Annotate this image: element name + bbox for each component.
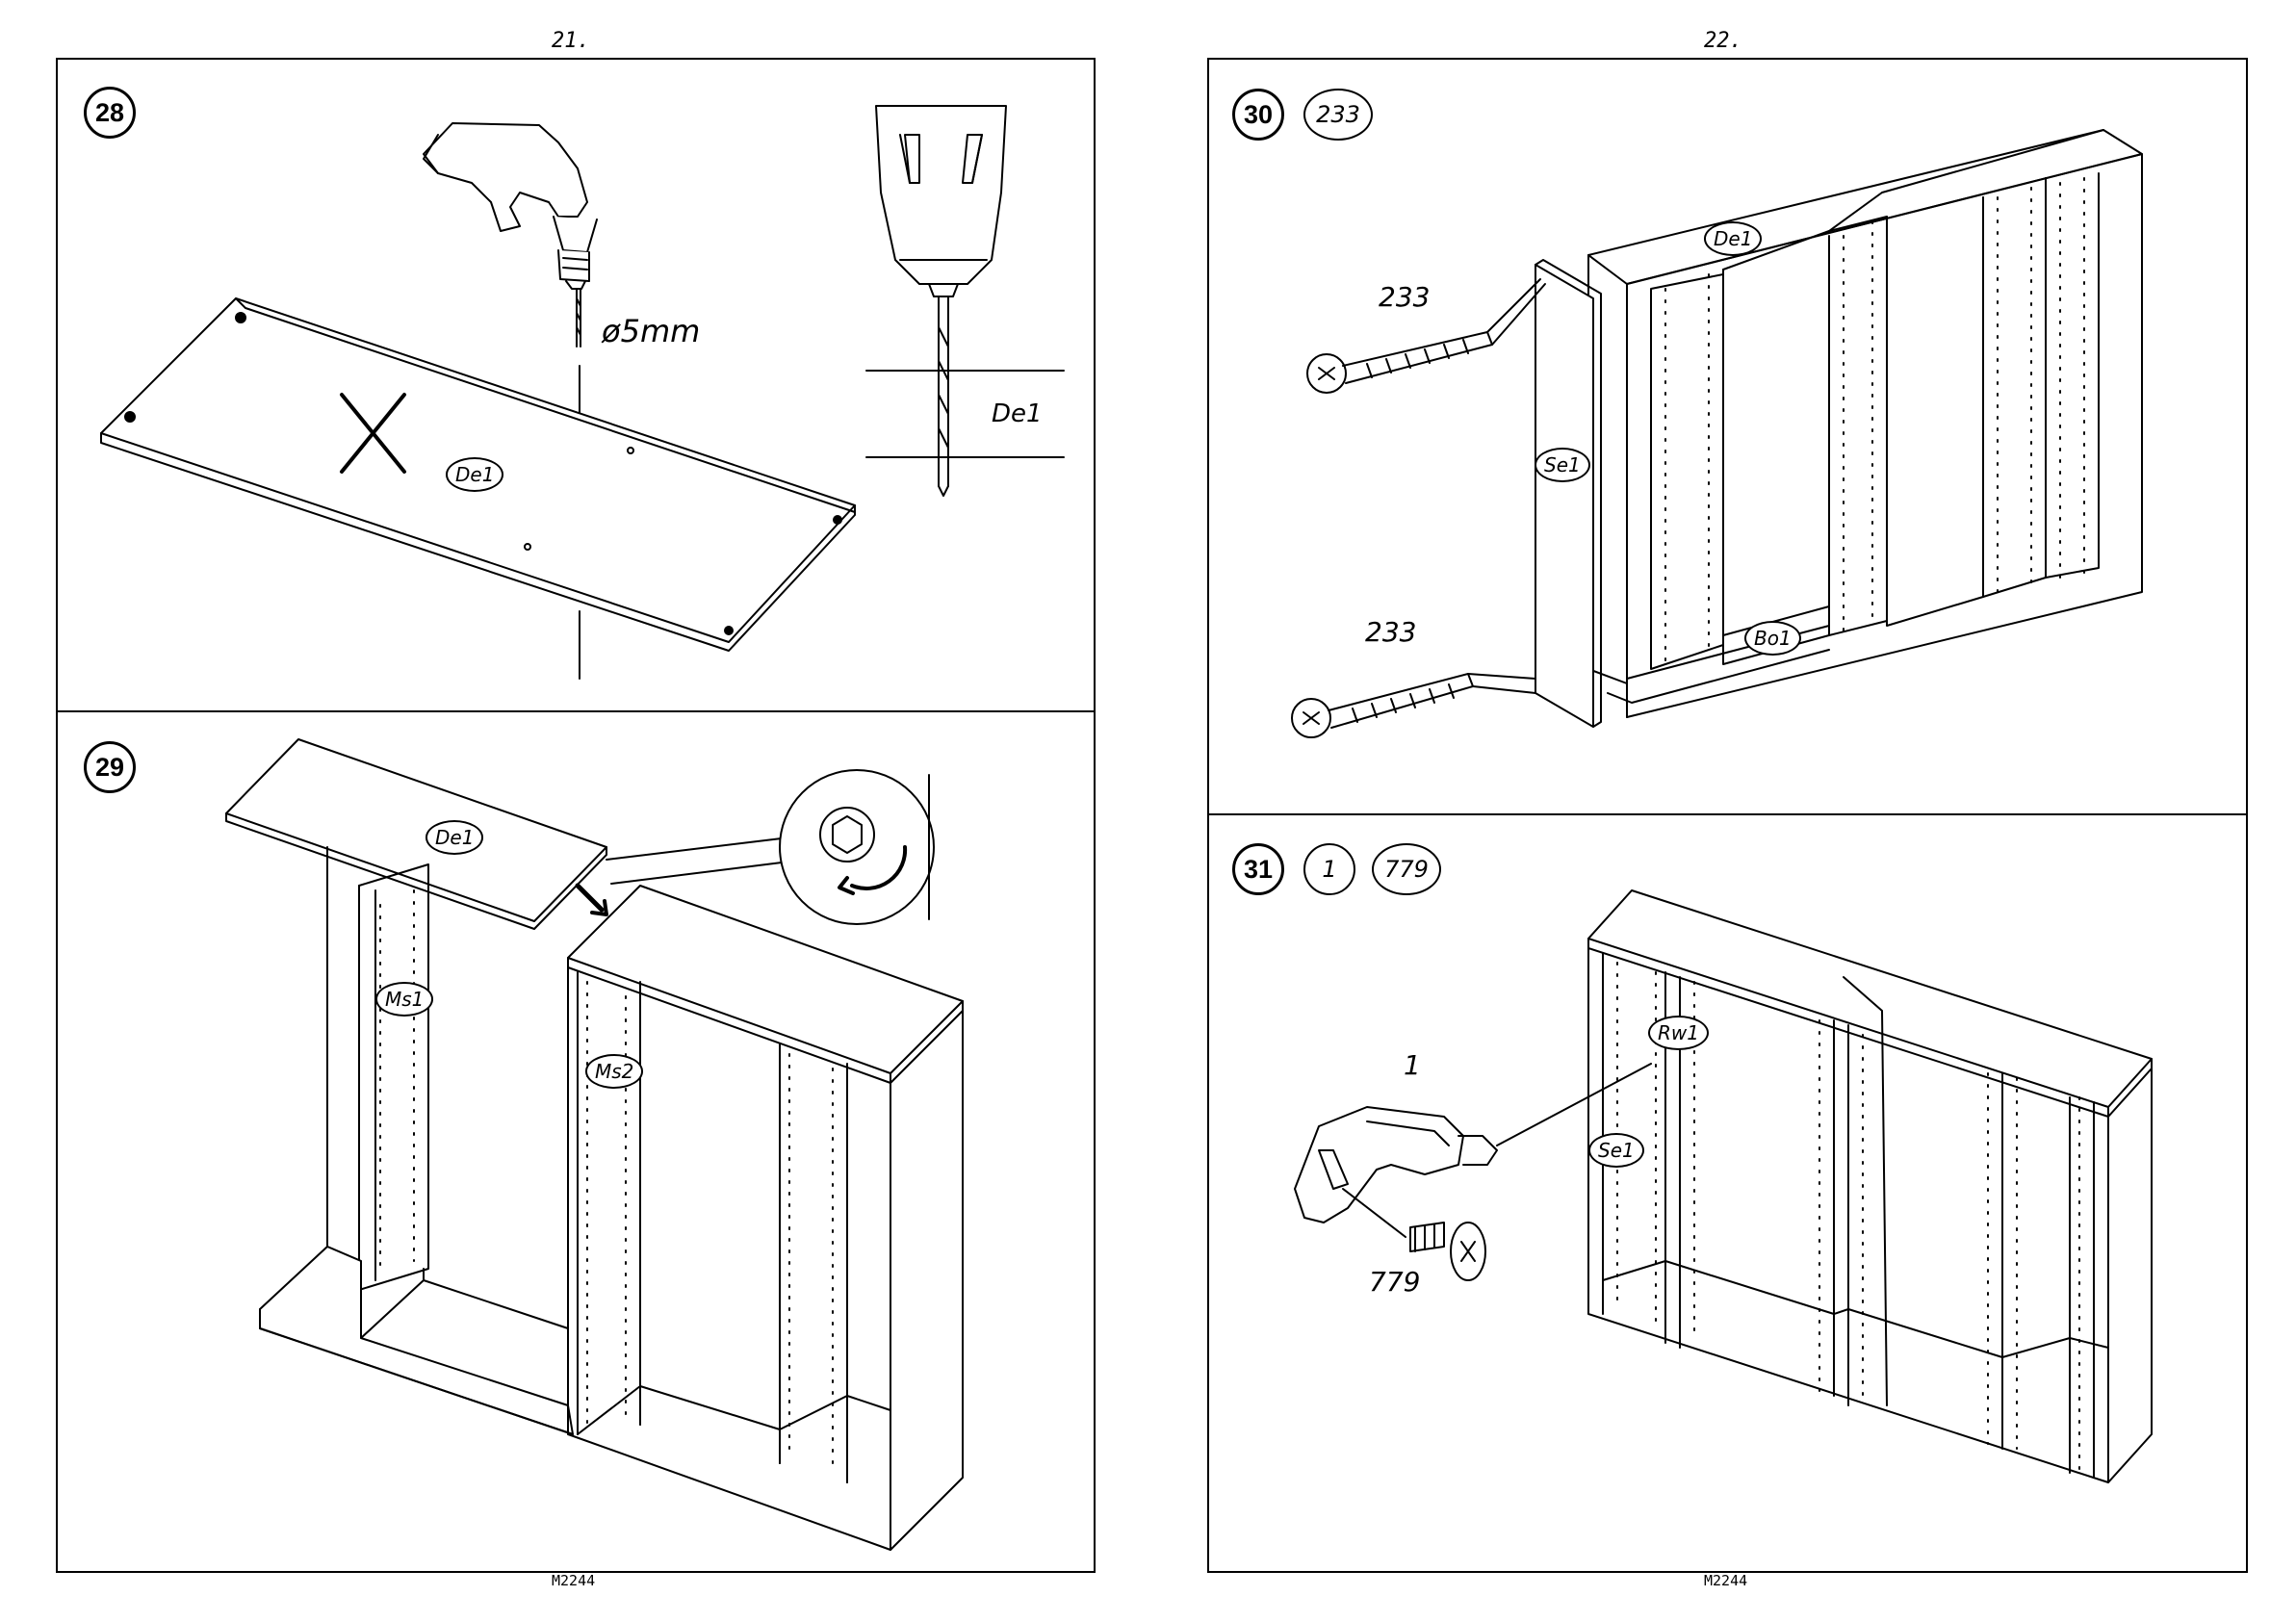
step-29-badge: 29 [84,741,136,793]
panel-label-de1: De1 [446,457,503,492]
step-30-part-233: 233 [1303,89,1373,141]
step-31-badge: 31 [1232,843,1284,895]
screw-icon [1292,674,1473,737]
clip-icon [1295,1107,1497,1223]
panel-label-bo1: Bo1 [1744,621,1801,656]
step-28-badge: 28 [84,87,136,139]
panel-label-rw1: Rw1 [1648,1016,1709,1050]
step-31-part-779: 779 [1372,843,1441,895]
screw-label-233-bottom: 233 [1365,616,1416,648]
clip-label-1: 1 [1404,1049,1421,1081]
panel-label-se1-cabinet: Se1 [1588,1133,1644,1168]
screw-icon [1410,1223,1485,1280]
panel-label-ms2: Ms2 [585,1054,643,1089]
screw-label-779: 779 [1369,1266,1420,1298]
panel-label-de1-cabinet: De1 [1704,221,1762,256]
panel-label-se1: Se1 [1535,448,1590,482]
step-30-badge: 30 [1232,89,1284,141]
step-31-part-1: 1 [1303,843,1355,895]
detail-label-de1: De1 [992,399,1043,428]
screw-label-233-top: 233 [1379,281,1430,313]
panel-label-de1-top: De1 [426,820,483,855]
drill-size-label: ø5mm [602,313,700,349]
screw-icon [1307,332,1492,393]
drill-icon [424,123,597,347]
panel-label-ms1: Ms1 [375,982,433,1017]
